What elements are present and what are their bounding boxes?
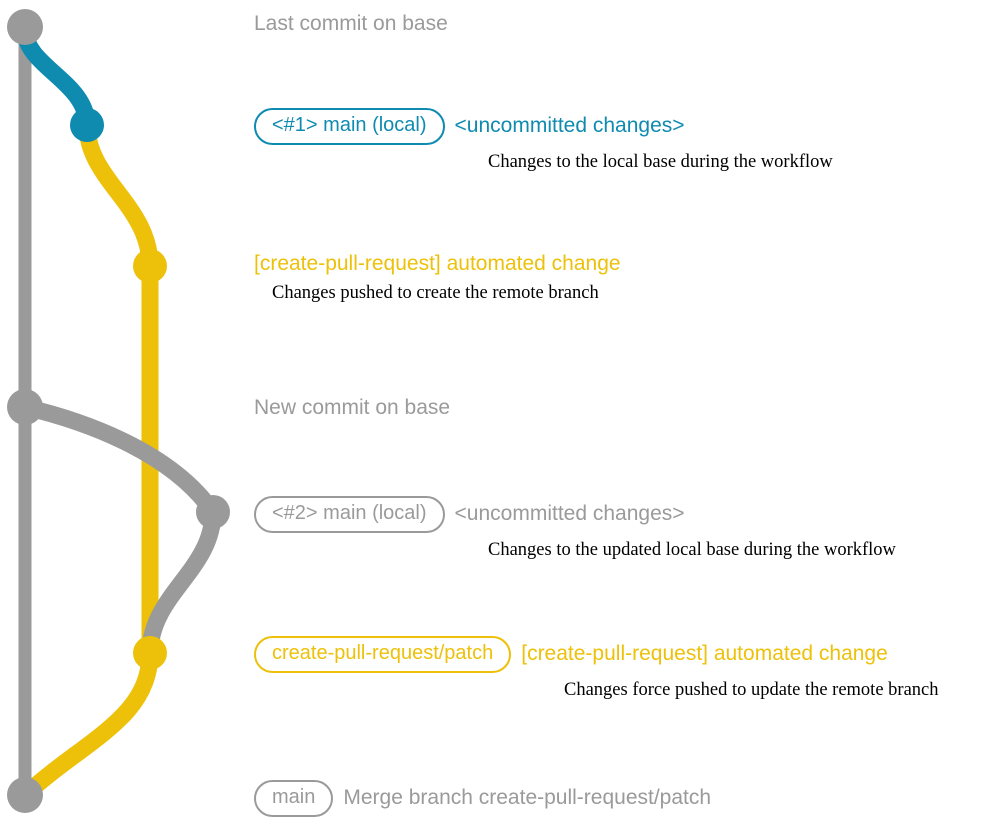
- branch-pill-main-local-1[interactable]: <#1> main (local): [254, 108, 445, 145]
- edge-local1-to-patch-create: [78, 116, 159, 275]
- commit-row-local-uncommitted-2: <#2> main (local) <uncommitted changes> …: [254, 496, 896, 561]
- commit-row-merge-branch: main Merge branch create-pull-request/pa…: [254, 780, 711, 817]
- commit-message: [create-pull-request] automated change: [521, 642, 888, 666]
- commit-row-last-commit-on-base: Last commit on base: [254, 12, 448, 36]
- commit-row-local-uncommitted-1: <#1> main (local) <uncommitted changes> …: [254, 108, 833, 173]
- node-base-last[interactable]: [7, 9, 43, 45]
- commit-description: Changes to the local base during the wor…: [488, 152, 833, 172]
- commit-message: Merge branch create-pull-request/patch: [343, 786, 712, 810]
- edge-base-new-to-local2: [16, 398, 222, 521]
- branch-pill-create-pull-request-patch[interactable]: create-pull-request/patch: [254, 636, 512, 673]
- commit-message: Last commit on base: [254, 12, 448, 35]
- edge-patch-update-to-merge: [16, 644, 159, 804]
- node-local-commit-2[interactable]: [196, 495, 230, 529]
- commit-description: Changes pushed to create the remote bran…: [272, 283, 599, 304]
- branch-pill-main-local-2[interactable]: <#2> main (local): [254, 496, 445, 533]
- edge-local2-to-patch-update: [141, 503, 222, 662]
- commit-row-main: New commit on base: [254, 396, 450, 420]
- commit-row-main: <#1> main (local) <uncommitted changes>: [254, 108, 685, 145]
- commit-message: <uncommitted changes>: [454, 114, 685, 138]
- commit-row-main: main Merge branch create-pull-request/pa…: [254, 780, 711, 817]
- commit-message: <uncommitted changes>: [454, 502, 685, 526]
- node-local-commit-1[interactable]: [70, 108, 104, 142]
- commit-row-main: [create-pull-request] automated change: [254, 252, 621, 276]
- commit-row-force-push-patch: create-pull-request/patch [create-pull-r…: [254, 636, 939, 701]
- commit-row-main: Last commit on base: [254, 12, 448, 36]
- commit-message: New commit on base: [254, 396, 451, 419]
- node-base-new[interactable]: [7, 389, 43, 425]
- node-base-merge[interactable]: [7, 777, 43, 813]
- node-patch-update[interactable]: [133, 636, 167, 670]
- commit-row-main: <#2> main (local) <uncommitted changes>: [254, 496, 685, 533]
- branch-pill-main[interactable]: main: [254, 780, 334, 817]
- commit-row-new-commit-on-base: New commit on base: [254, 396, 450, 420]
- commit-description: Changes force pushed to update the remot…: [564, 680, 939, 700]
- commit-row-main: create-pull-request/patch [create-pull-r…: [254, 636, 888, 673]
- commit-description: Changes to the updated local base during…: [488, 540, 896, 560]
- node-patch-create[interactable]: [133, 249, 167, 283]
- commit-row-create-remote-branch: [create-pull-request] automated change C…: [254, 252, 621, 304]
- commit-message: [create-pull-request] automated change: [254, 252, 621, 275]
